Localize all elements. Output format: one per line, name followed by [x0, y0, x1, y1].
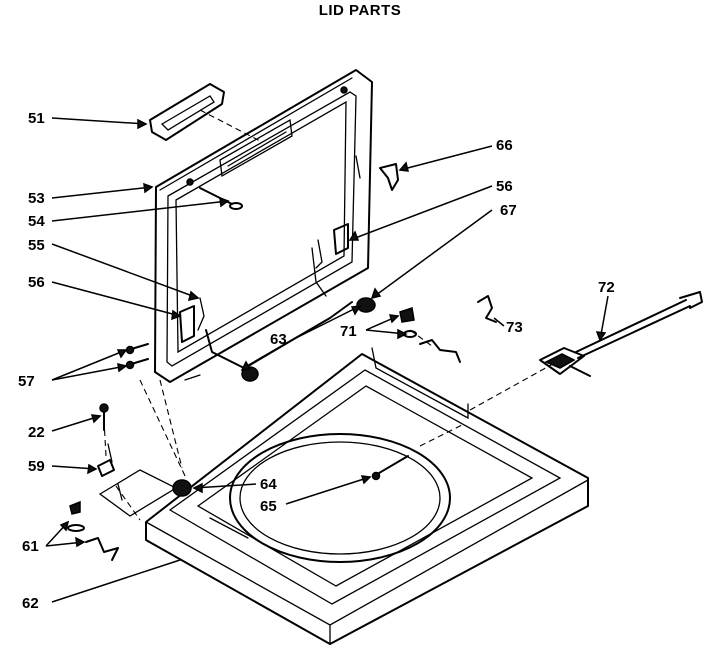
- bumper-63-part: [241, 366, 259, 382]
- spring-61-part: [67, 500, 119, 561]
- callout-57: 57: [18, 373, 35, 390]
- lid-panel: [154, 69, 373, 383]
- handle-part: [149, 83, 225, 141]
- diagram-title: LID PARTS: [318, 2, 402, 19]
- top-panel: [98, 347, 589, 645]
- bumper-64-part: [172, 479, 192, 497]
- callout-22: 22: [28, 424, 45, 441]
- callout-51: 51: [28, 110, 45, 127]
- actuator-part: [311, 223, 349, 297]
- callout-73: 73: [506, 319, 523, 336]
- callout-61: 61: [22, 538, 39, 555]
- callout-64: 64: [260, 476, 277, 493]
- bumper-part: [356, 297, 376, 313]
- callout-62: 62: [22, 595, 39, 612]
- screws-57: [125, 343, 149, 370]
- callout-56-right: 56: [496, 178, 513, 195]
- callout-55: 55: [28, 237, 45, 254]
- screw-22-part: [99, 403, 109, 431]
- callout-67: 67: [500, 202, 517, 219]
- callout-65: 65: [260, 498, 277, 515]
- bracket-part: [355, 155, 399, 191]
- callout-72: 72: [598, 279, 615, 296]
- leader-lines: [45, 117, 609, 603]
- callout-53: 53: [28, 190, 45, 207]
- callout-66: 66: [496, 137, 513, 154]
- callout-59: 59: [28, 458, 45, 475]
- left-actuator-part: [179, 297, 205, 343]
- callout-54: 54: [28, 213, 45, 230]
- screw-65-part: [371, 455, 409, 481]
- harness-72-part: [539, 291, 703, 377]
- callout-71: 71: [340, 323, 357, 340]
- switch-71-part: [399, 307, 461, 363]
- callout-63: 63: [270, 331, 287, 348]
- bracket-59-part: [97, 443, 115, 477]
- callout-56-left: 56: [28, 274, 45, 291]
- clip-73-part: [477, 295, 497, 323]
